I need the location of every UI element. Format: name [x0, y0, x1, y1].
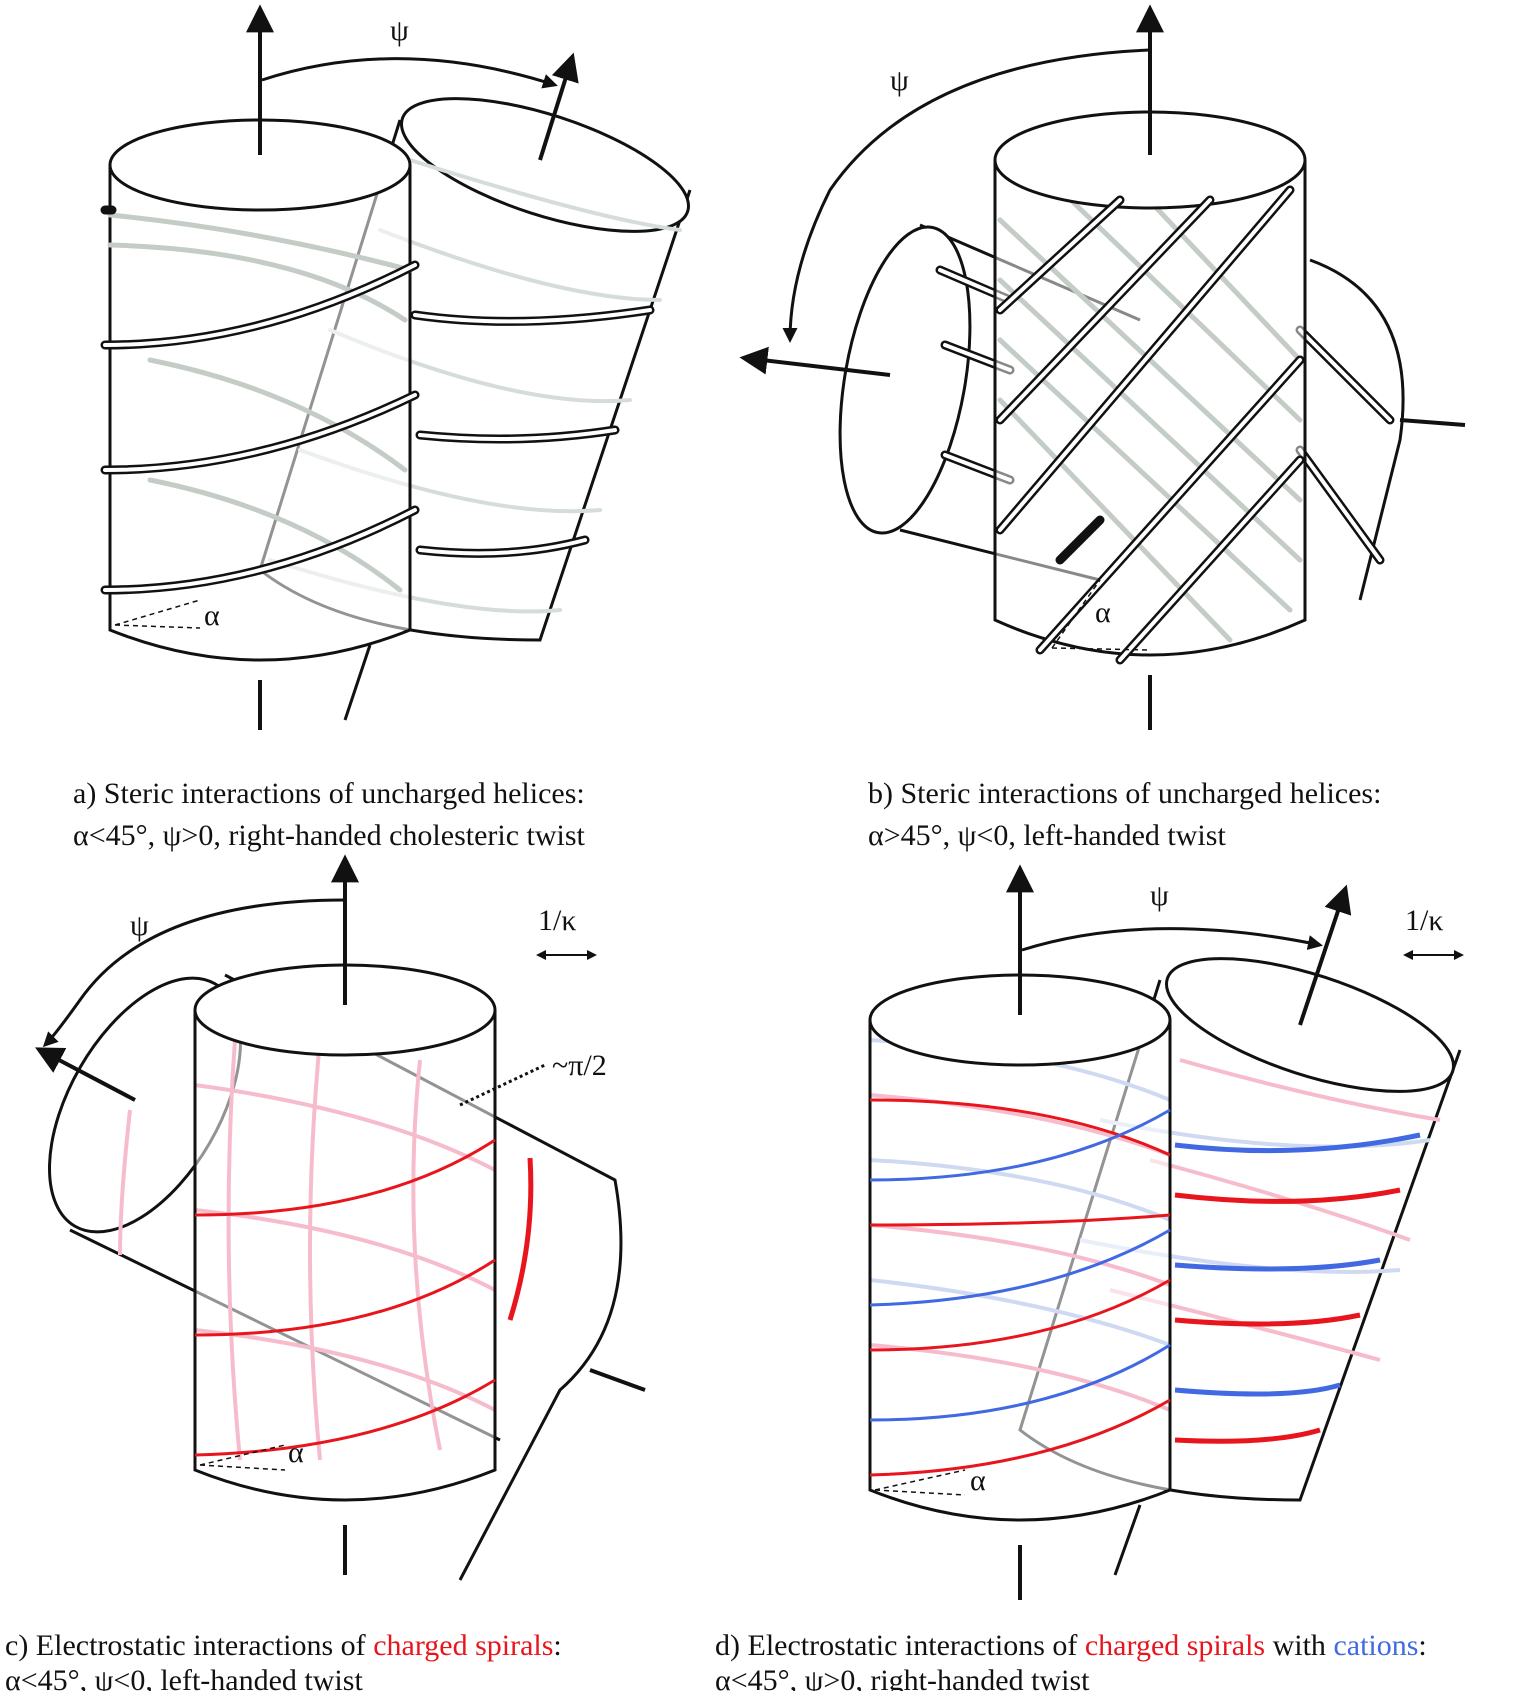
panel-d-alpha-label: α	[970, 1464, 986, 1497]
panel-c-angle-label: ~π/2	[552, 1049, 607, 1082]
panel-c-caption-line2: α<45°, ψ<0, left-handed twist	[5, 1664, 363, 1691]
panel-d-front-cylinder: α	[868, 864, 1172, 1600]
panel-c-kappa-label: 1/κ	[538, 904, 576, 937]
panel-d-psi-label: ψ	[1150, 879, 1169, 912]
panel-b-caption-line2: α>45°, ψ<0, left-handed twist	[868, 819, 1226, 852]
panel-c: α ψ 1/κ ~π/2 c) Electrostatic interactio…	[5, 854, 646, 1691]
panel-c-caption-line1: c) Electrostatic interactions of charged…	[5, 1629, 562, 1662]
panel-a-front-cylinder: α	[100, 4, 420, 730]
panel-a-alpha-label: α	[204, 599, 220, 632]
panel-d-caption-line1: d) Electrostatic interactions of charged…	[715, 1629, 1427, 1662]
panel-d: α ψ 1/κ d) Electrostatic interactions of…	[715, 864, 1464, 1691]
panel-b: α ψ b) Steric interactions of uncharged …	[739, 4, 1466, 852]
panel-d-caption-mid: with	[1265, 1629, 1333, 1662]
panel-d-kappa-label: 1/κ	[1405, 904, 1443, 937]
panel-b-psi-label: ψ	[890, 64, 909, 97]
panel-d-caption-line2: α<45°, ψ>0, right-handed twist	[715, 1664, 1090, 1691]
panel-d-caption-post: :	[1418, 1629, 1426, 1662]
panel-c-alpha-label: α	[288, 1436, 304, 1469]
panel-c-caption-post: :	[553, 1629, 561, 1662]
panel-d-caption-red: charged spirals	[1085, 1629, 1265, 1662]
panel-a-caption-line2: α<45°, ψ>0, right-handed cholesteric twi…	[73, 819, 586, 852]
panel-b-right-tilted-cylinder	[1295, 258, 1466, 601]
panel-c-caption-pre: c) Electrostatic interactions of	[5, 1629, 373, 1662]
panel-c-psi-label: ψ	[130, 909, 149, 942]
panel-b-caption-line1: b) Steric interactions of uncharged heli…	[868, 777, 1381, 810]
panel-a-back-cylinder	[258, 52, 692, 721]
panel-b-front-cylinder: α	[993, 4, 1307, 730]
panel-c-front-cylinder: α	[118, 854, 497, 1575]
panel-a-psi-label: ψ	[390, 14, 409, 47]
panel-d-caption-blue: cations	[1333, 1629, 1418, 1662]
panel-a: α ψ a) Steric interactions of uncharged …	[73, 4, 692, 852]
panel-d-caption-pre: d) Electrostatic interactions of	[715, 1629, 1085, 1662]
panel-b-alpha-label: α	[1095, 596, 1111, 629]
panel-c-caption-red: charged spirals	[373, 1629, 553, 1662]
panel-a-caption-line1: a) Steric interactions of uncharged heli…	[73, 777, 585, 810]
